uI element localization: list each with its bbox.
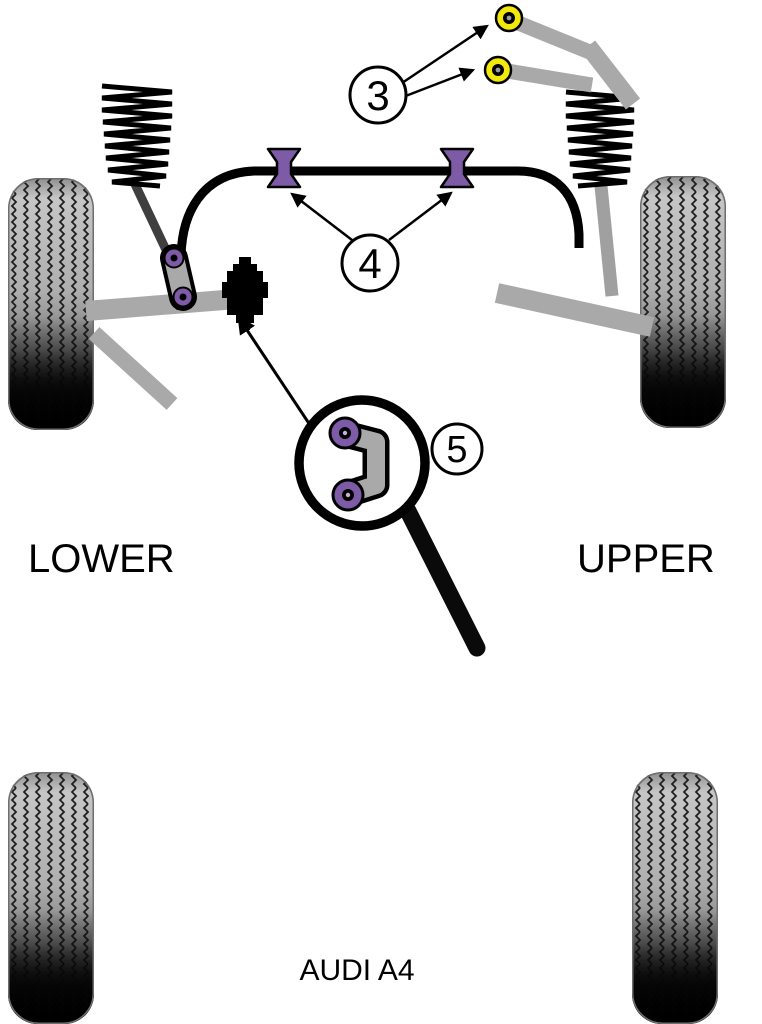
bush-dot bbox=[342, 430, 348, 436]
arb-bush-right bbox=[439, 147, 475, 189]
upper-links bbox=[483, 3, 641, 110]
upper-knuckle-arm bbox=[580, 40, 641, 110]
arb-bush-left bbox=[266, 147, 302, 189]
callout-3-arrow-b bbox=[402, 67, 476, 99]
tire-top-left bbox=[8, 178, 94, 430]
mount-flange-top bbox=[233, 264, 257, 272]
upper-link-b bbox=[499, 62, 594, 93]
callout-3-circle bbox=[348, 65, 408, 125]
callout-4: 4 bbox=[290, 191, 453, 293]
tire-bottom-left bbox=[8, 772, 94, 1024]
callout-3-arrow-a bbox=[401, 24, 489, 85]
label-model: AUDI A4 bbox=[299, 954, 414, 987]
lower-arm-right bbox=[494, 283, 655, 337]
callout-4-arrow-b bbox=[388, 191, 453, 241]
callout-5: 5 bbox=[430, 422, 484, 476]
callout-3: 3 bbox=[348, 24, 489, 125]
yellow-bush-top bbox=[494, 3, 524, 33]
coil-spring-left bbox=[101, 83, 173, 189]
callout-4-circle bbox=[340, 233, 400, 293]
engine-mount-component bbox=[222, 257, 268, 330]
label-lower: LOWER bbox=[28, 537, 175, 581]
callout-5-circle bbox=[430, 422, 484, 476]
magnifier-handle bbox=[399, 502, 486, 657]
tire-bottom-right bbox=[632, 772, 718, 1024]
tire-top-right bbox=[640, 176, 726, 428]
yellow-bush-bottom bbox=[483, 55, 513, 85]
bush-dot bbox=[345, 492, 351, 498]
magnifier-lens bbox=[294, 395, 430, 531]
control-arms bbox=[85, 283, 655, 410]
callout-5-number: 5 bbox=[446, 429, 467, 471]
mount-body bbox=[227, 271, 263, 315]
upper-link-a bbox=[508, 13, 600, 62]
strut-left bbox=[128, 178, 172, 254]
callout-3-number: 3 bbox=[366, 72, 389, 119]
anti-roll-bar bbox=[176, 166, 584, 310]
magnifier bbox=[237, 315, 486, 657]
bush-center bbox=[179, 293, 187, 301]
bush-center bbox=[506, 15, 512, 21]
strut-right bbox=[594, 185, 619, 297]
callout-4-arrow-a bbox=[290, 192, 353, 241]
diagonal-arm-left bbox=[88, 327, 178, 410]
mount-tab-left bbox=[222, 282, 227, 298]
mount-bracket bbox=[160, 244, 197, 311]
mount-bolt-top bbox=[239, 257, 251, 266]
callout-4-number: 4 bbox=[358, 240, 381, 287]
bush-center bbox=[495, 67, 501, 73]
magnifier-pointer-arrow bbox=[237, 315, 312, 426]
label-upper: UPPER bbox=[577, 537, 715, 581]
mount-tab-right bbox=[263, 282, 268, 298]
coil-spring-right bbox=[565, 89, 635, 189]
bush-center bbox=[170, 254, 178, 262]
